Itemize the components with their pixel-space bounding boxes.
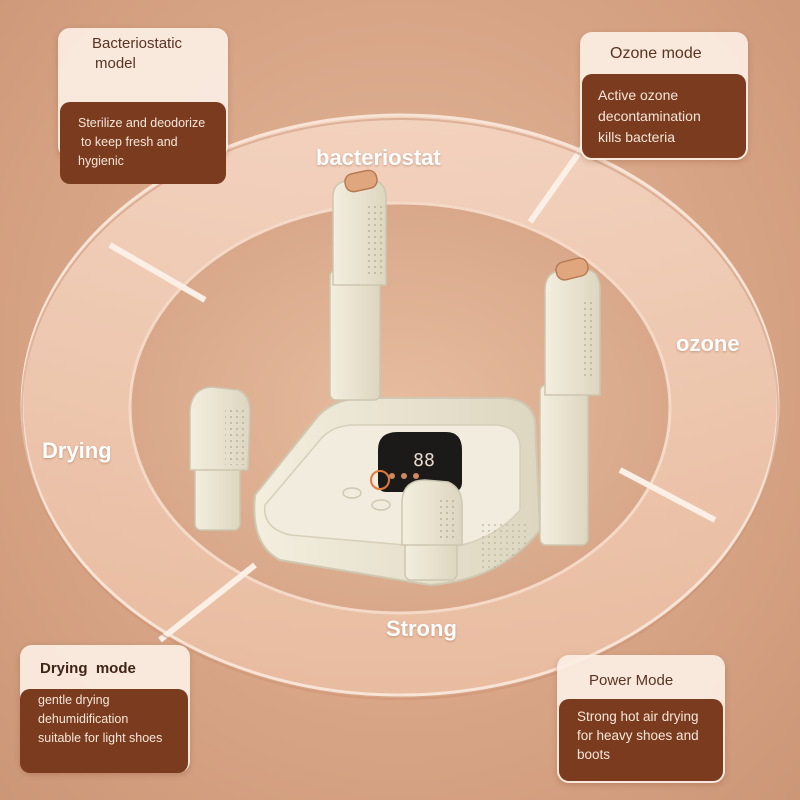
callout-title: Power Mode xyxy=(589,672,674,689)
callout-line: decontamination xyxy=(598,108,701,124)
callout-description: gentle drying dehumidification suitable … xyxy=(20,689,188,773)
callout-line: hygienic xyxy=(78,154,124,168)
control-buttons xyxy=(342,487,391,511)
callout-bacteriostatic: Bacteriostatic model Sterilize and deodo… xyxy=(58,28,228,184)
dryer-arm-back-left xyxy=(329,169,387,401)
callout-line: suitable for light shoes xyxy=(38,731,163,745)
callout-line: Sterilize and deodorize xyxy=(78,116,206,130)
callout-description: Strong hot air drying for heavy shoes an… xyxy=(559,699,723,781)
callout-line: Active ozone xyxy=(598,87,679,103)
callout-line: kills bacteria xyxy=(598,129,676,145)
callout-description: Sterilize and deodorize to keep fresh an… xyxy=(60,102,226,184)
callout-title: Bacteriostatic model xyxy=(92,34,222,74)
callout-description: Active ozone decontamination kills bacte… xyxy=(582,74,746,158)
callout-line: Strong hot air drying xyxy=(577,709,699,724)
ring-label-strong: Strong xyxy=(386,616,457,641)
callout-line: boots xyxy=(577,747,611,762)
digital-display: 88 xyxy=(370,432,462,492)
callout-power: Power Mode Strong hot air drying for hea… xyxy=(557,655,725,783)
ring-label-drying: Drying xyxy=(42,438,112,463)
dryer-arm-front-left xyxy=(189,386,251,531)
callout-title-line1: Bacteriostatic xyxy=(92,35,183,52)
callout-drying: Drying mode gentle drying dehumidificati… xyxy=(20,645,190,773)
callout-line: gentle drying xyxy=(38,693,110,707)
callout-line: for heavy shoes and xyxy=(577,728,699,743)
callout-title: Drying mode xyxy=(40,660,136,677)
ring-label-ozone: ozone xyxy=(676,331,740,356)
dryer-arm-front-right xyxy=(401,479,463,581)
display-digits: 88 xyxy=(413,450,435,471)
ring-label-bacteriostat: bacteriostat xyxy=(316,145,441,170)
callout-line: dehumidification xyxy=(38,712,129,726)
callout-title-line2: model xyxy=(95,55,136,72)
dryer-arm-back-right xyxy=(539,257,601,546)
callout-ozone: Ozone mode Active ozone decontamination … xyxy=(580,32,748,160)
callout-title: Ozone mode xyxy=(610,45,702,62)
callout-line: to keep fresh and xyxy=(81,135,178,149)
